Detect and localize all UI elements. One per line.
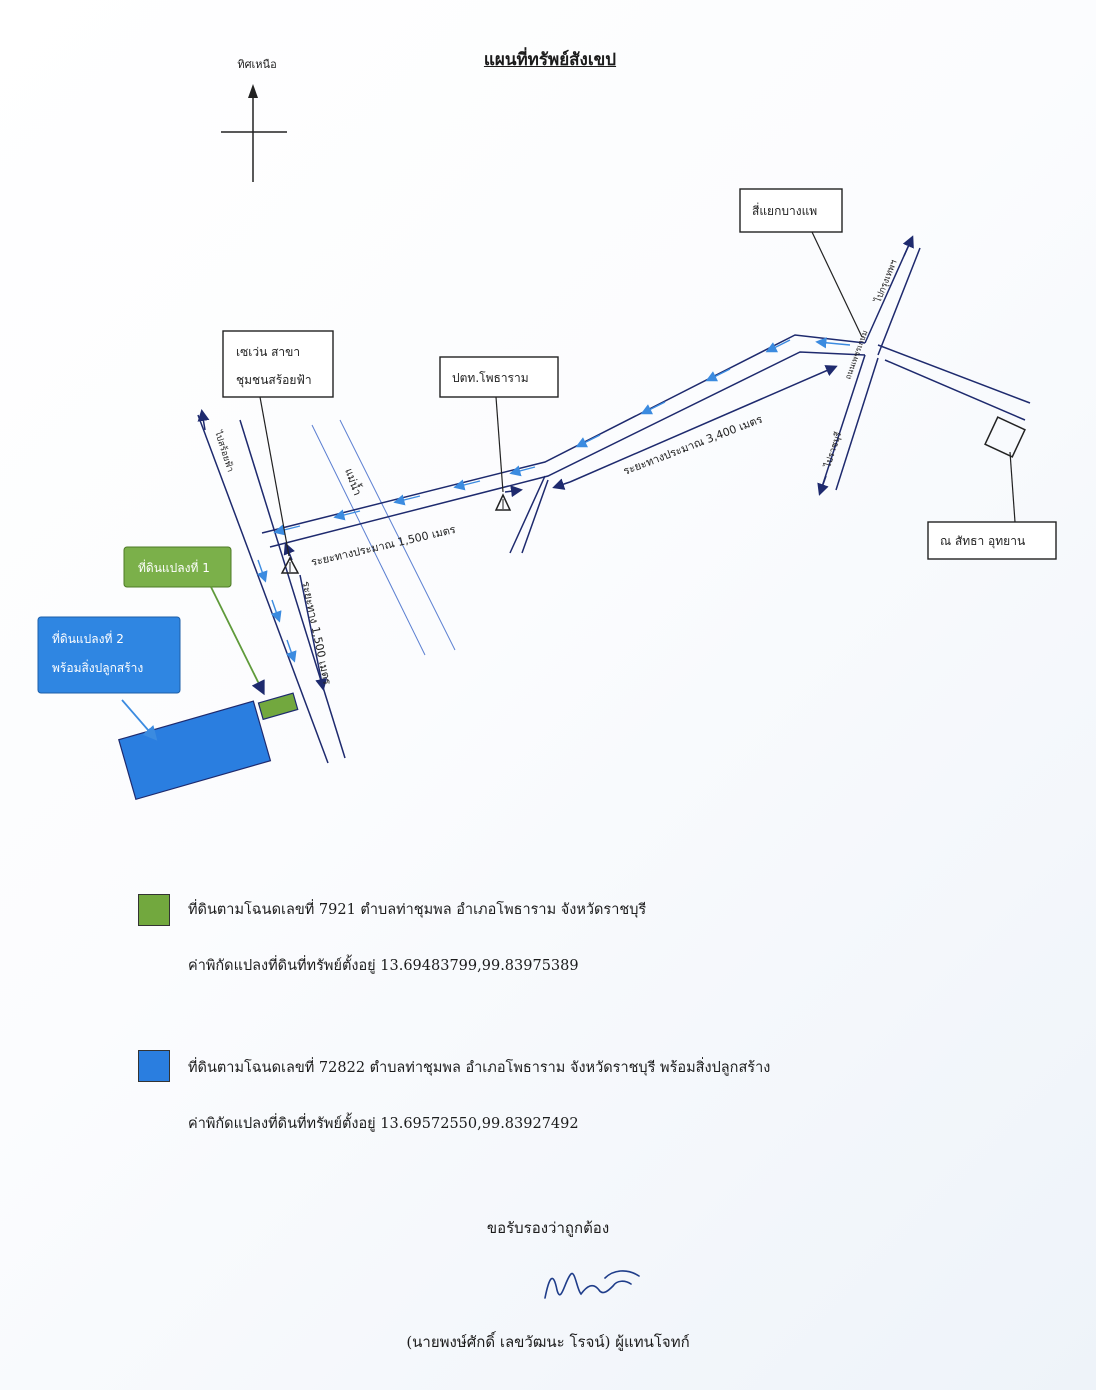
intersection-label: สี่แยกบางแพ [752,202,817,218]
legend-swatch-green [138,894,170,926]
plot-1-label: ที่ดินแปลงที่ 1 [138,559,210,575]
plot-2-label-line-1: ที่ดินแปลงที่ 2 [52,630,124,646]
river-lines [311,419,456,656]
land-plot-1 [257,692,299,721]
legend-text-plot-2: ที่ดินตามโฉนดเลขที่ 72822 ตำบลท่าชุมพล อ… [188,1060,771,1076]
page-title: แผนที่ทรัพย์สังเขป [483,50,617,70]
nasattha-callout [927,521,1057,560]
legend-coord-plot-1: ค่าพิกัดแปลงที่ดินที่ทรัพย์ตั้งอยู่ 13.6… [188,958,579,974]
intersection-callout [739,188,843,233]
nasattha-label: ณ สัทธา อุทยาน [940,534,1025,549]
seven-eleven-line-2: ชุมชนสร้อยฟ้า [236,373,312,388]
plot-1-pointer [210,586,265,696]
plot-2-label-box [37,616,181,694]
north-arrow-icon [221,84,287,182]
plot-2-label-line-2: พร้อมสิ่งปลูกสร้าง [52,659,143,676]
ptt-pointer [495,396,504,493]
legend-text-plot-1: ที่ดินตามโฉนดเลขที่ 7921 ตำบลท่าชุมพล อำ… [188,902,647,918]
seven-eleven-callout [222,330,334,398]
legend-coord-plot-2: ค่าพิกัดแปลงที่ดินที่ทรัพย์ตั้งอยู่ 13.6… [188,1116,579,1132]
ptt-label: ปตท.โพธาราม [452,371,529,385]
nasattha-pointer [1009,451,1016,523]
road-label-left: ไปสร้อยฟ้า [212,429,236,474]
route-arrows [256,337,851,663]
road-direction-arrows [197,235,914,496]
ptt-station-icon [494,493,512,511]
seven-eleven-icon [280,556,300,574]
north-label: ทิศเหนือ [237,58,276,71]
plot-1-label-box [123,546,232,588]
distance-1500-vertical: ระยะทาง 1,500 เมตร [299,580,334,686]
seven-eleven-pointer [259,396,290,557]
ptt-callout [439,356,559,398]
signature [544,1270,640,1299]
distance-3400: ระยะทางประมาณ 3,400 เมตร [621,413,764,478]
seven-eleven-line-1: เซเว่น สาขา [236,345,300,359]
distance-arrows [283,365,838,691]
signatory-text: (นายพงษ์ศักดิ์ เลขวัฒนะ โรจน์) ผู้แทนโจท… [406,1333,690,1351]
property-map: ทิศเหนือ แม่น้ำ [37,58,1057,801]
certify-text: ขอรับรองว่าถูกต้อง [486,1219,610,1237]
plot-2-pointer [121,699,158,741]
legend-swatch-blue [138,1050,170,1082]
land-plot-2 [118,700,272,801]
intersection-pointer [811,231,863,338]
distance-1500-horizontal: ระยะทางประมาณ 1,500 เมตร [310,523,457,569]
road-label-ratchaburi: ไปราชบุรี [822,430,844,469]
nasattha-marker-icon [984,416,1026,458]
